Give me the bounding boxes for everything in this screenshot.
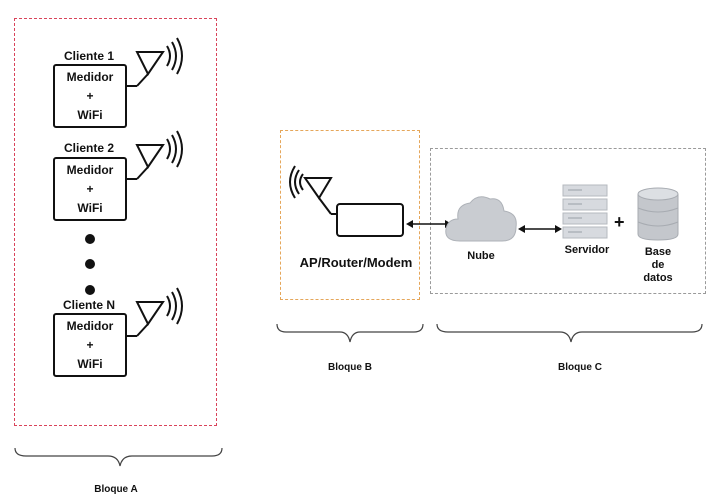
- ellipsis-dot-2: [85, 259, 95, 269]
- cloud-server-arrow: [518, 225, 562, 233]
- client-2-title: Cliente 2: [63, 141, 114, 155]
- router-icon: [289, 165, 404, 237]
- client-1-meter-box: Medidor + WiFi: [53, 64, 127, 128]
- block-b-frame: [280, 130, 420, 300]
- client-n-meter-box: Medidor + WiFi: [53, 313, 127, 377]
- client-2-meter-box: Medidor + WiFi: [53, 157, 127, 221]
- cloud-icon: [445, 196, 517, 242]
- plus-sign: +: [614, 212, 625, 232]
- database-icon: [637, 187, 679, 241]
- database-label-line3: datos: [643, 272, 673, 284]
- ellipsis-dot-3: [85, 285, 95, 295]
- database-label: Base de datos: [623, 246, 693, 285]
- client-n-title: Cliente N: [62, 298, 115, 312]
- client-n-line1: Medidor: [66, 318, 114, 333]
- database-label-line1: Base: [644, 246, 672, 258]
- block-a-frame: [14, 18, 217, 426]
- ellipsis-dot-1: [85, 234, 95, 244]
- client-1-title: Cliente 1: [63, 49, 114, 63]
- block-c-brace: [436, 323, 703, 343]
- block-c-label: Bloque C: [558, 362, 602, 373]
- client-2-line3: WiFi: [77, 200, 103, 215]
- client-n-antenna-icon: [127, 287, 183, 337]
- client-n-line3: WiFi: [77, 356, 103, 371]
- block-b-brace: [276, 323, 424, 343]
- client-n-line2: +: [86, 337, 94, 352]
- client-1-line3: WiFi: [77, 107, 103, 122]
- server-label: Servidor: [564, 244, 610, 256]
- client-1-line2: +: [86, 88, 94, 103]
- client-2-line1: Medidor: [66, 162, 114, 177]
- database-label-line2: de: [651, 259, 665, 271]
- block-a-brace: [14, 447, 223, 467]
- client-2-antenna-icon: [127, 130, 183, 180]
- client-1-antenna-icon: [127, 37, 183, 87]
- client-2-line2: +: [86, 181, 94, 196]
- cloud-label: Nube: [467, 250, 495, 262]
- block-b-label: Bloque B: [328, 362, 372, 373]
- block-a-label: Bloque A: [94, 484, 138, 495]
- router-label: AP/Router/Modem: [299, 255, 413, 270]
- server-icon: [562, 184, 608, 239]
- client-1-line1: Medidor: [66, 69, 114, 84]
